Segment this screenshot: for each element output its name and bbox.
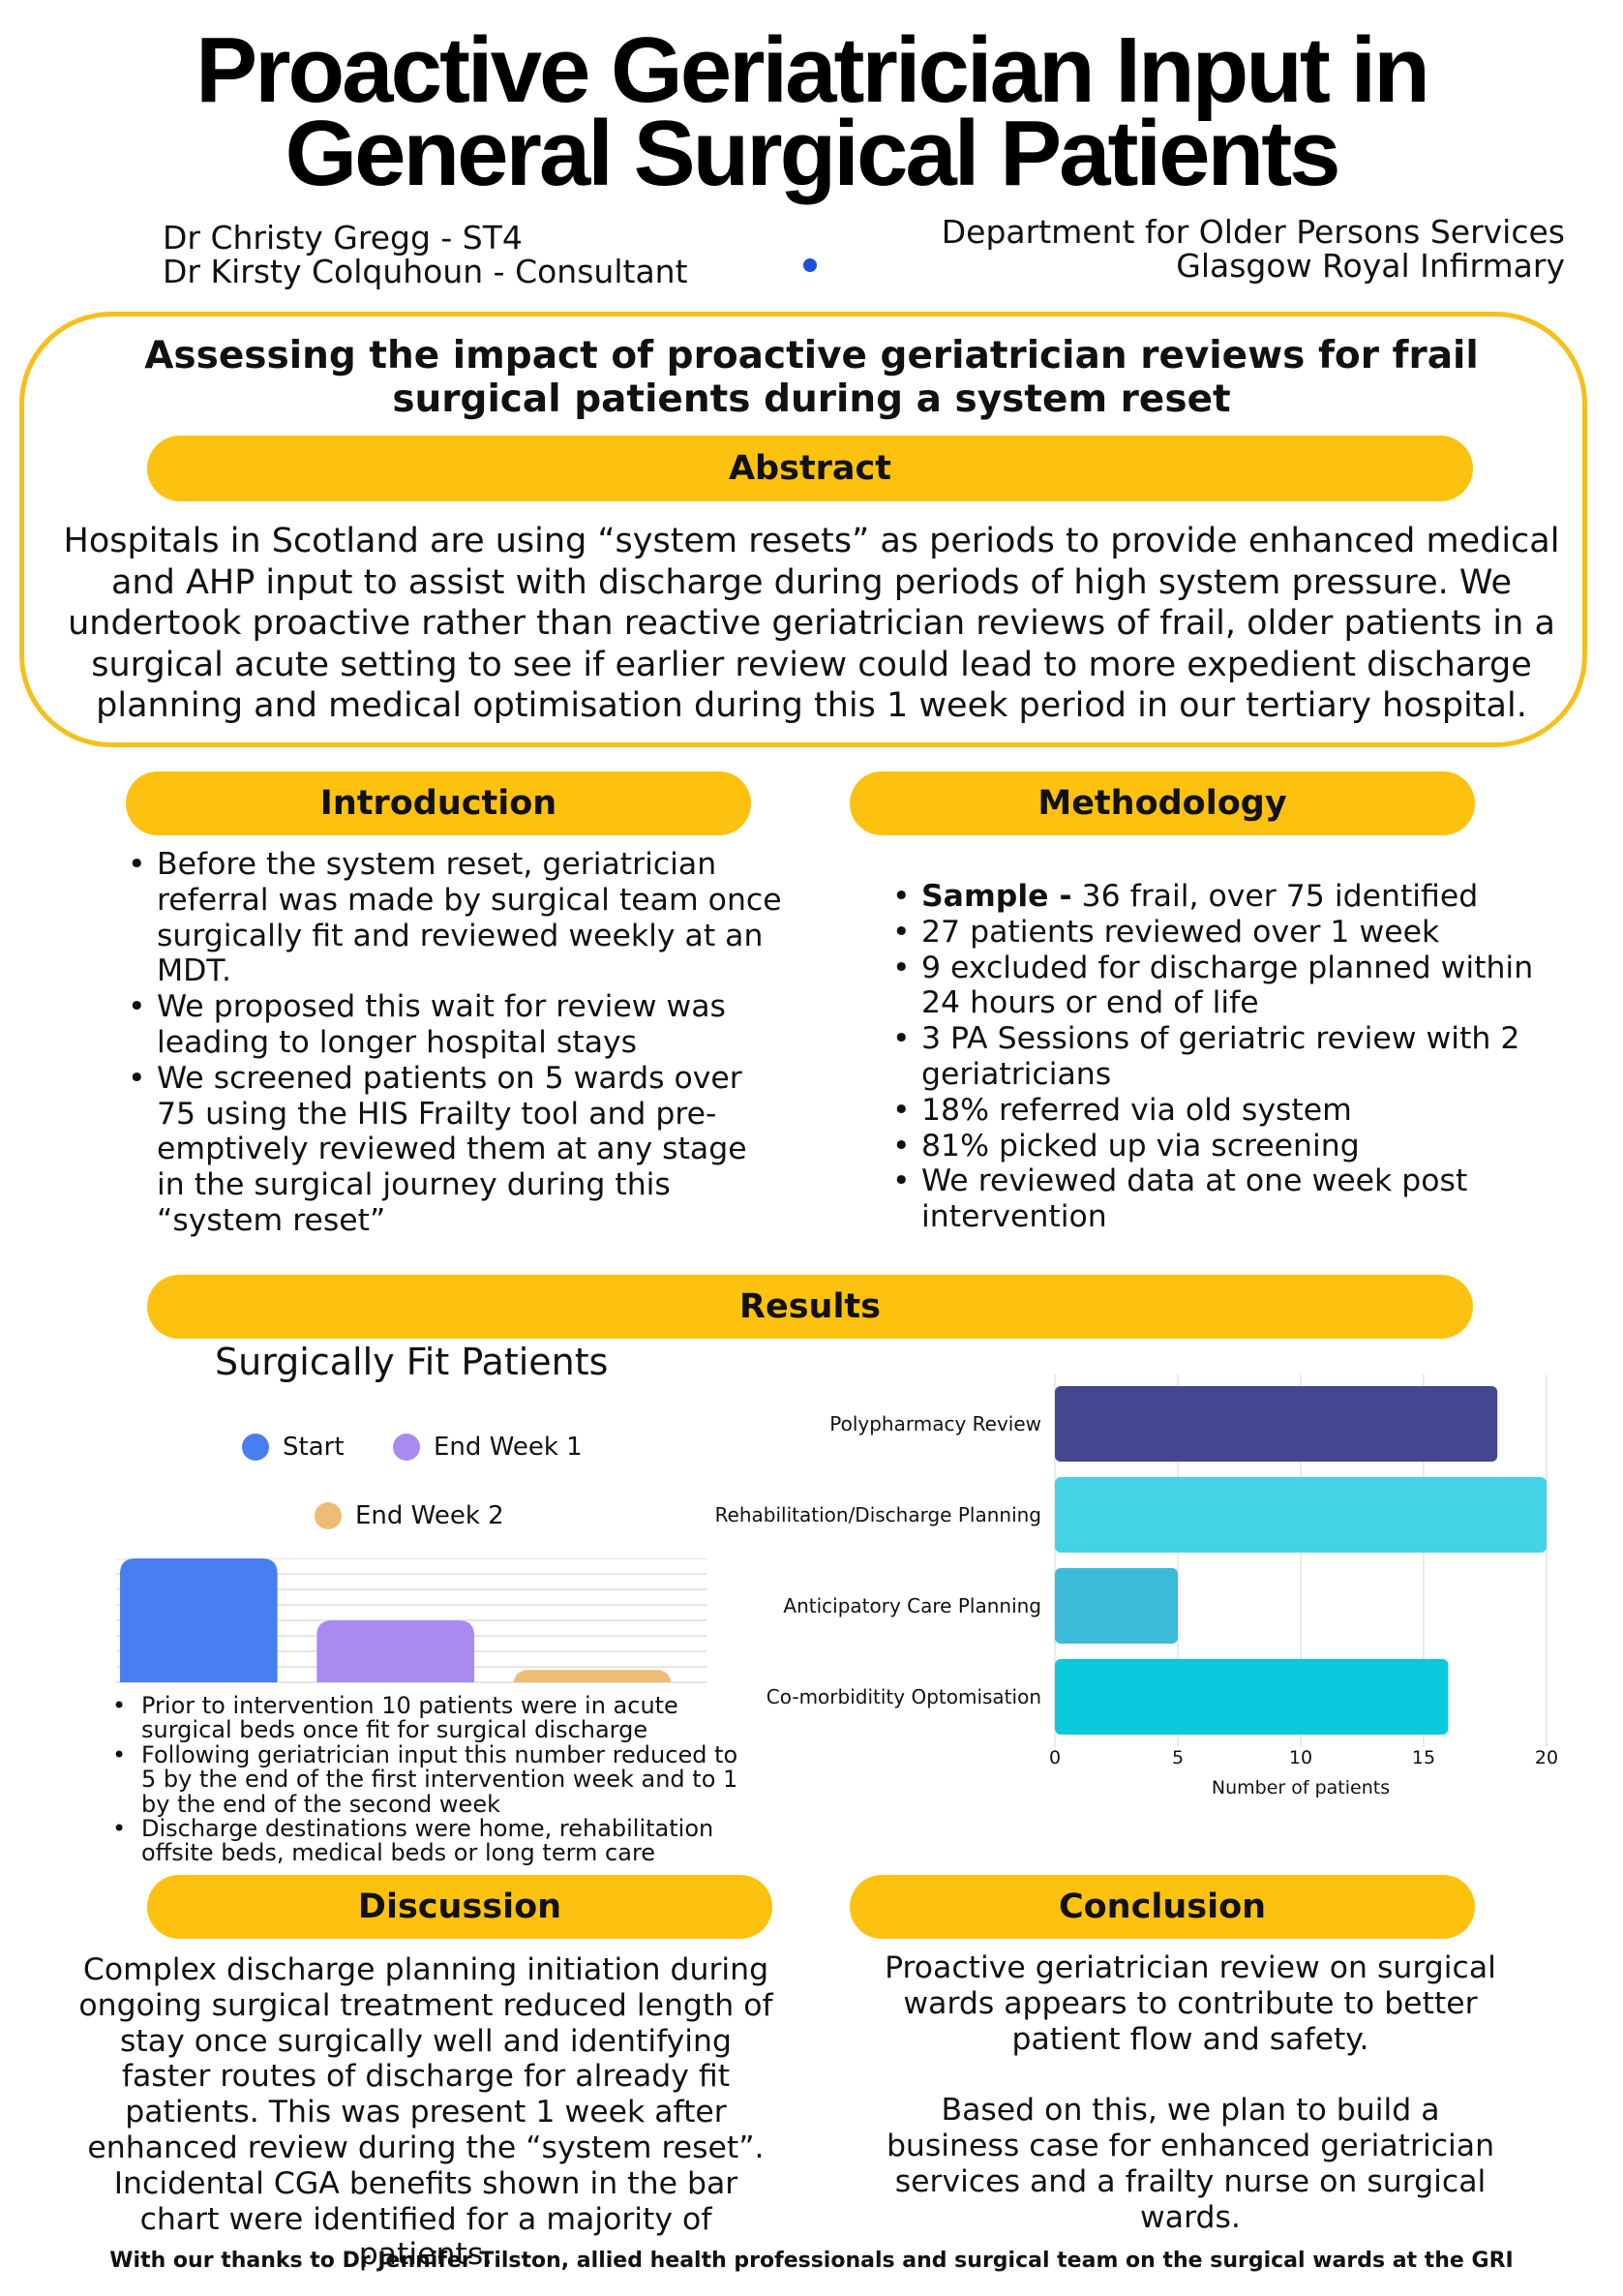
legend-swatch-end-week-2	[315, 1502, 342, 1529]
bar-end-week-1	[316, 1620, 474, 1682]
introduction-item: We proposed this wait for review was lea…	[124, 989, 782, 1061]
results-item: Discharge destinations were home, rehabi…	[108, 1816, 747, 1866]
discussion-text: Complex discharge planning initiation du…	[78, 1952, 773, 2273]
introduction-heading: Introduction	[126, 771, 751, 835]
legend-label-start: Start	[283, 1433, 345, 1462]
decorative-dot	[803, 258, 817, 272]
legend-item-start: Start	[242, 1433, 345, 1462]
bar-end-week-2	[513, 1670, 672, 1686]
methodology-item: 27 patients reviewed over 1 week	[888, 915, 1547, 951]
conclusion-spacer	[871, 2057, 1510, 2093]
conclusion-heading: Conclusion	[850, 1875, 1475, 1939]
vertical-chart-title: Surgically Fit Patients	[215, 1341, 609, 1383]
hbar-4	[1055, 1659, 1449, 1735]
sample-text: 36 frail, over 75 identified	[1071, 879, 1479, 914]
author-2: Dr Kirsty Colquhoun - Consultant	[163, 253, 688, 290]
hbar-2	[1055, 1477, 1547, 1553]
methodology-sample: Sample - 36 frail, over 75 identified	[888, 879, 1547, 915]
author-1: Dr Christy Gregg - ST4	[163, 219, 523, 257]
surgically-fit-chart	[116, 1558, 706, 1686]
abstract-text: Hospitals in Scotland are using “system …	[63, 522, 1560, 725]
legend-swatch-end-week-1	[393, 1434, 420, 1461]
poster-subtitle: Assessing the impact of proactive geriat…	[144, 334, 1479, 421]
x-tick-label: 15	[1412, 1747, 1435, 1768]
authors: Dr Christy Gregg - ST4 Dr Kirsty Colquho…	[163, 221, 688, 288]
hbar-category-label: Co-morbiditity Optomisation	[766, 1685, 1041, 1708]
methodology-item: We reviewed data at one week post interv…	[888, 1163, 1547, 1235]
methodology-item: 3 PA Sessions of geriatric review with 2…	[888, 1021, 1547, 1093]
legend-label-end-week-1: End Week 1	[434, 1433, 583, 1462]
conclusion-paragraph-2: Based on this, we plan to build a busine…	[886, 2093, 1495, 2235]
conclusion-text: Proactive geriatrician review on surgica…	[871, 1950, 1510, 2235]
sample-label: Sample -	[921, 879, 1072, 914]
legend-label-end-week-2: End Week 2	[355, 1501, 504, 1530]
x-tick-label: 5	[1172, 1747, 1184, 1768]
methodology-list: Sample - 36 frail, over 75 identified 27…	[888, 879, 1547, 1235]
poster-title-line1: Proactive Geriatrician Input in	[195, 18, 1430, 122]
department-name: Department for Older Persons Services	[941, 213, 1565, 251]
hbar-category-label: Anticipatory Care Planning	[783, 1594, 1041, 1617]
discussion-heading: Discussion	[147, 1875, 772, 1939]
methodology-heading: Methodology	[850, 771, 1475, 835]
methodology-item: 81% picked up via screening	[888, 1129, 1547, 1164]
introduction-list: Before the system reset, geriatrician re…	[124, 847, 782, 1239]
results-list: Prior to intervention 10 patients were i…	[108, 1693, 747, 1866]
x-tick-label: 0	[1049, 1747, 1061, 1768]
x-tick-label: 20	[1535, 1747, 1558, 1768]
hbar-category-label: Rehabilitation/Discharge Planning	[715, 1503, 1041, 1526]
introduction-item: Before the system reset, geriatrician re…	[124, 847, 782, 989]
results-item: Prior to intervention 10 patients were i…	[108, 1693, 747, 1743]
abstract-heading: Abstract	[147, 436, 1473, 501]
results-heading: Results	[147, 1275, 1473, 1339]
methodology-item: 9 excluded for discharge planned within …	[888, 951, 1547, 1022]
legend-swatch-start	[242, 1434, 269, 1461]
legend-item-end-week-1: End Week 1	[393, 1433, 583, 1462]
abstract-frame	[19, 312, 1587, 747]
legend-item-end-week-2: End Week 2	[315, 1501, 504, 1530]
results-item: Following geriatrician input this number…	[108, 1742, 747, 1817]
x-axis-label: Number of patients	[1212, 1777, 1390, 1798]
hbar-1	[1055, 1386, 1498, 1462]
x-tick-label: 10	[1289, 1747, 1312, 1768]
conclusion-paragraph-1: Proactive geriatrician review on surgica…	[885, 1950, 1496, 2057]
poster-title-line2: General Surgical Patients	[285, 102, 1340, 205]
introduction-item: We screened patients on 5 wards over 75 …	[124, 1061, 782, 1239]
department: Department for Older Persons Services Gl…	[942, 215, 1565, 283]
cga-benefits-chart: 0 5 10 15 20 Polypharmacy ReviewRehabilitatio…	[715, 1375, 1558, 1798]
hospital-name: Glasgow Royal Infirmary	[1176, 247, 1565, 285]
hbar-category-label: Polypharmacy Review	[829, 1412, 1041, 1435]
bar-start	[120, 1558, 278, 1682]
hbar-3	[1055, 1568, 1178, 1644]
methodology-item: 18% referred via old system	[888, 1093, 1547, 1129]
acknowledgements: With our thanks to Dr Jennifer Tilston, …	[109, 2249, 1514, 2273]
poster-title: Proactive Geriatrician Input in General …	[0, 18, 1623, 205]
